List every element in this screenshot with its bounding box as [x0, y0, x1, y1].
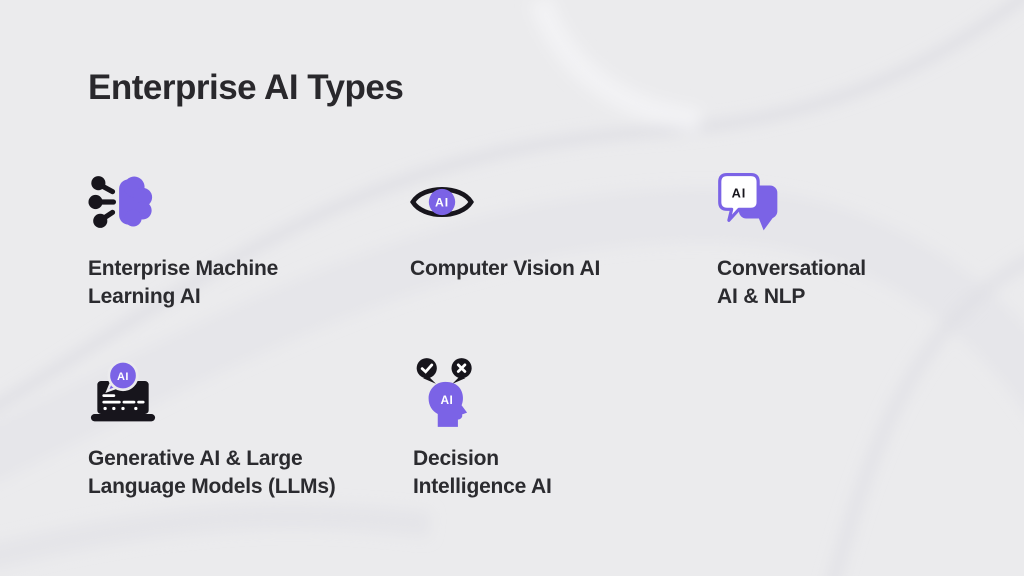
- decision-head-icon: AI: [416, 358, 472, 427]
- ai-type-item-computer-vision: AI Computer Vision AI: [410, 163, 600, 283]
- icon-wrap: AI: [410, 163, 600, 241]
- head-profile-shape: [428, 381, 468, 427]
- item-label: Generative AI & Large Language Models (L…: [88, 447, 336, 498]
- screen-text-lines: [102, 394, 145, 404]
- ai-type-item-generative: AI Generative AI & Large Language Models…: [88, 353, 336, 501]
- half-brain-shape: [119, 176, 153, 227]
- item-label: Decision Intelligence AI: [413, 447, 552, 498]
- check-icon: [420, 363, 434, 374]
- icon-wrap: [88, 163, 278, 241]
- x-bubble: [451, 358, 472, 384]
- ai-badge-text: AI: [117, 371, 129, 383]
- chat-bubbles-icon: AI: [718, 172, 778, 231]
- ai-type-item-decision: AI Decision Intelligence AI: [413, 353, 552, 501]
- laptop-ai-head-icon: AI: [90, 359, 156, 422]
- network-nodes: [88, 176, 108, 228]
- front-chat-bubble: [718, 172, 760, 222]
- ai-type-item-conversational: AI Conversational AI & NLP: [717, 163, 866, 311]
- network-brain-icon: [88, 176, 153, 228]
- item-label: Computer Vision AI: [410, 257, 601, 280]
- ai-type-item-machine-learning: Enterprise Machine Learning AI: [88, 163, 278, 311]
- item-label: Enterprise Machine Learning AI: [88, 257, 279, 308]
- ai-badge-text: AI: [435, 196, 449, 210]
- page-title: Enterprise AI Types: [88, 68, 404, 107]
- icon-wrap: AI: [717, 163, 866, 241]
- ai-badge-text: AI: [441, 393, 454, 407]
- ai-head-shape: [105, 359, 139, 394]
- item-label: Conversational AI & NLP: [717, 257, 866, 308]
- screen-dots: [103, 406, 138, 411]
- vision-eye-icon: AI: [410, 187, 474, 217]
- icon-wrap: AI: [88, 353, 336, 431]
- laptop-base: [90, 414, 156, 422]
- x-icon: [456, 363, 467, 373]
- icon-wrap: AI: [413, 353, 552, 431]
- check-bubble: [416, 358, 437, 384]
- ai-badge-text: AI: [732, 185, 747, 200]
